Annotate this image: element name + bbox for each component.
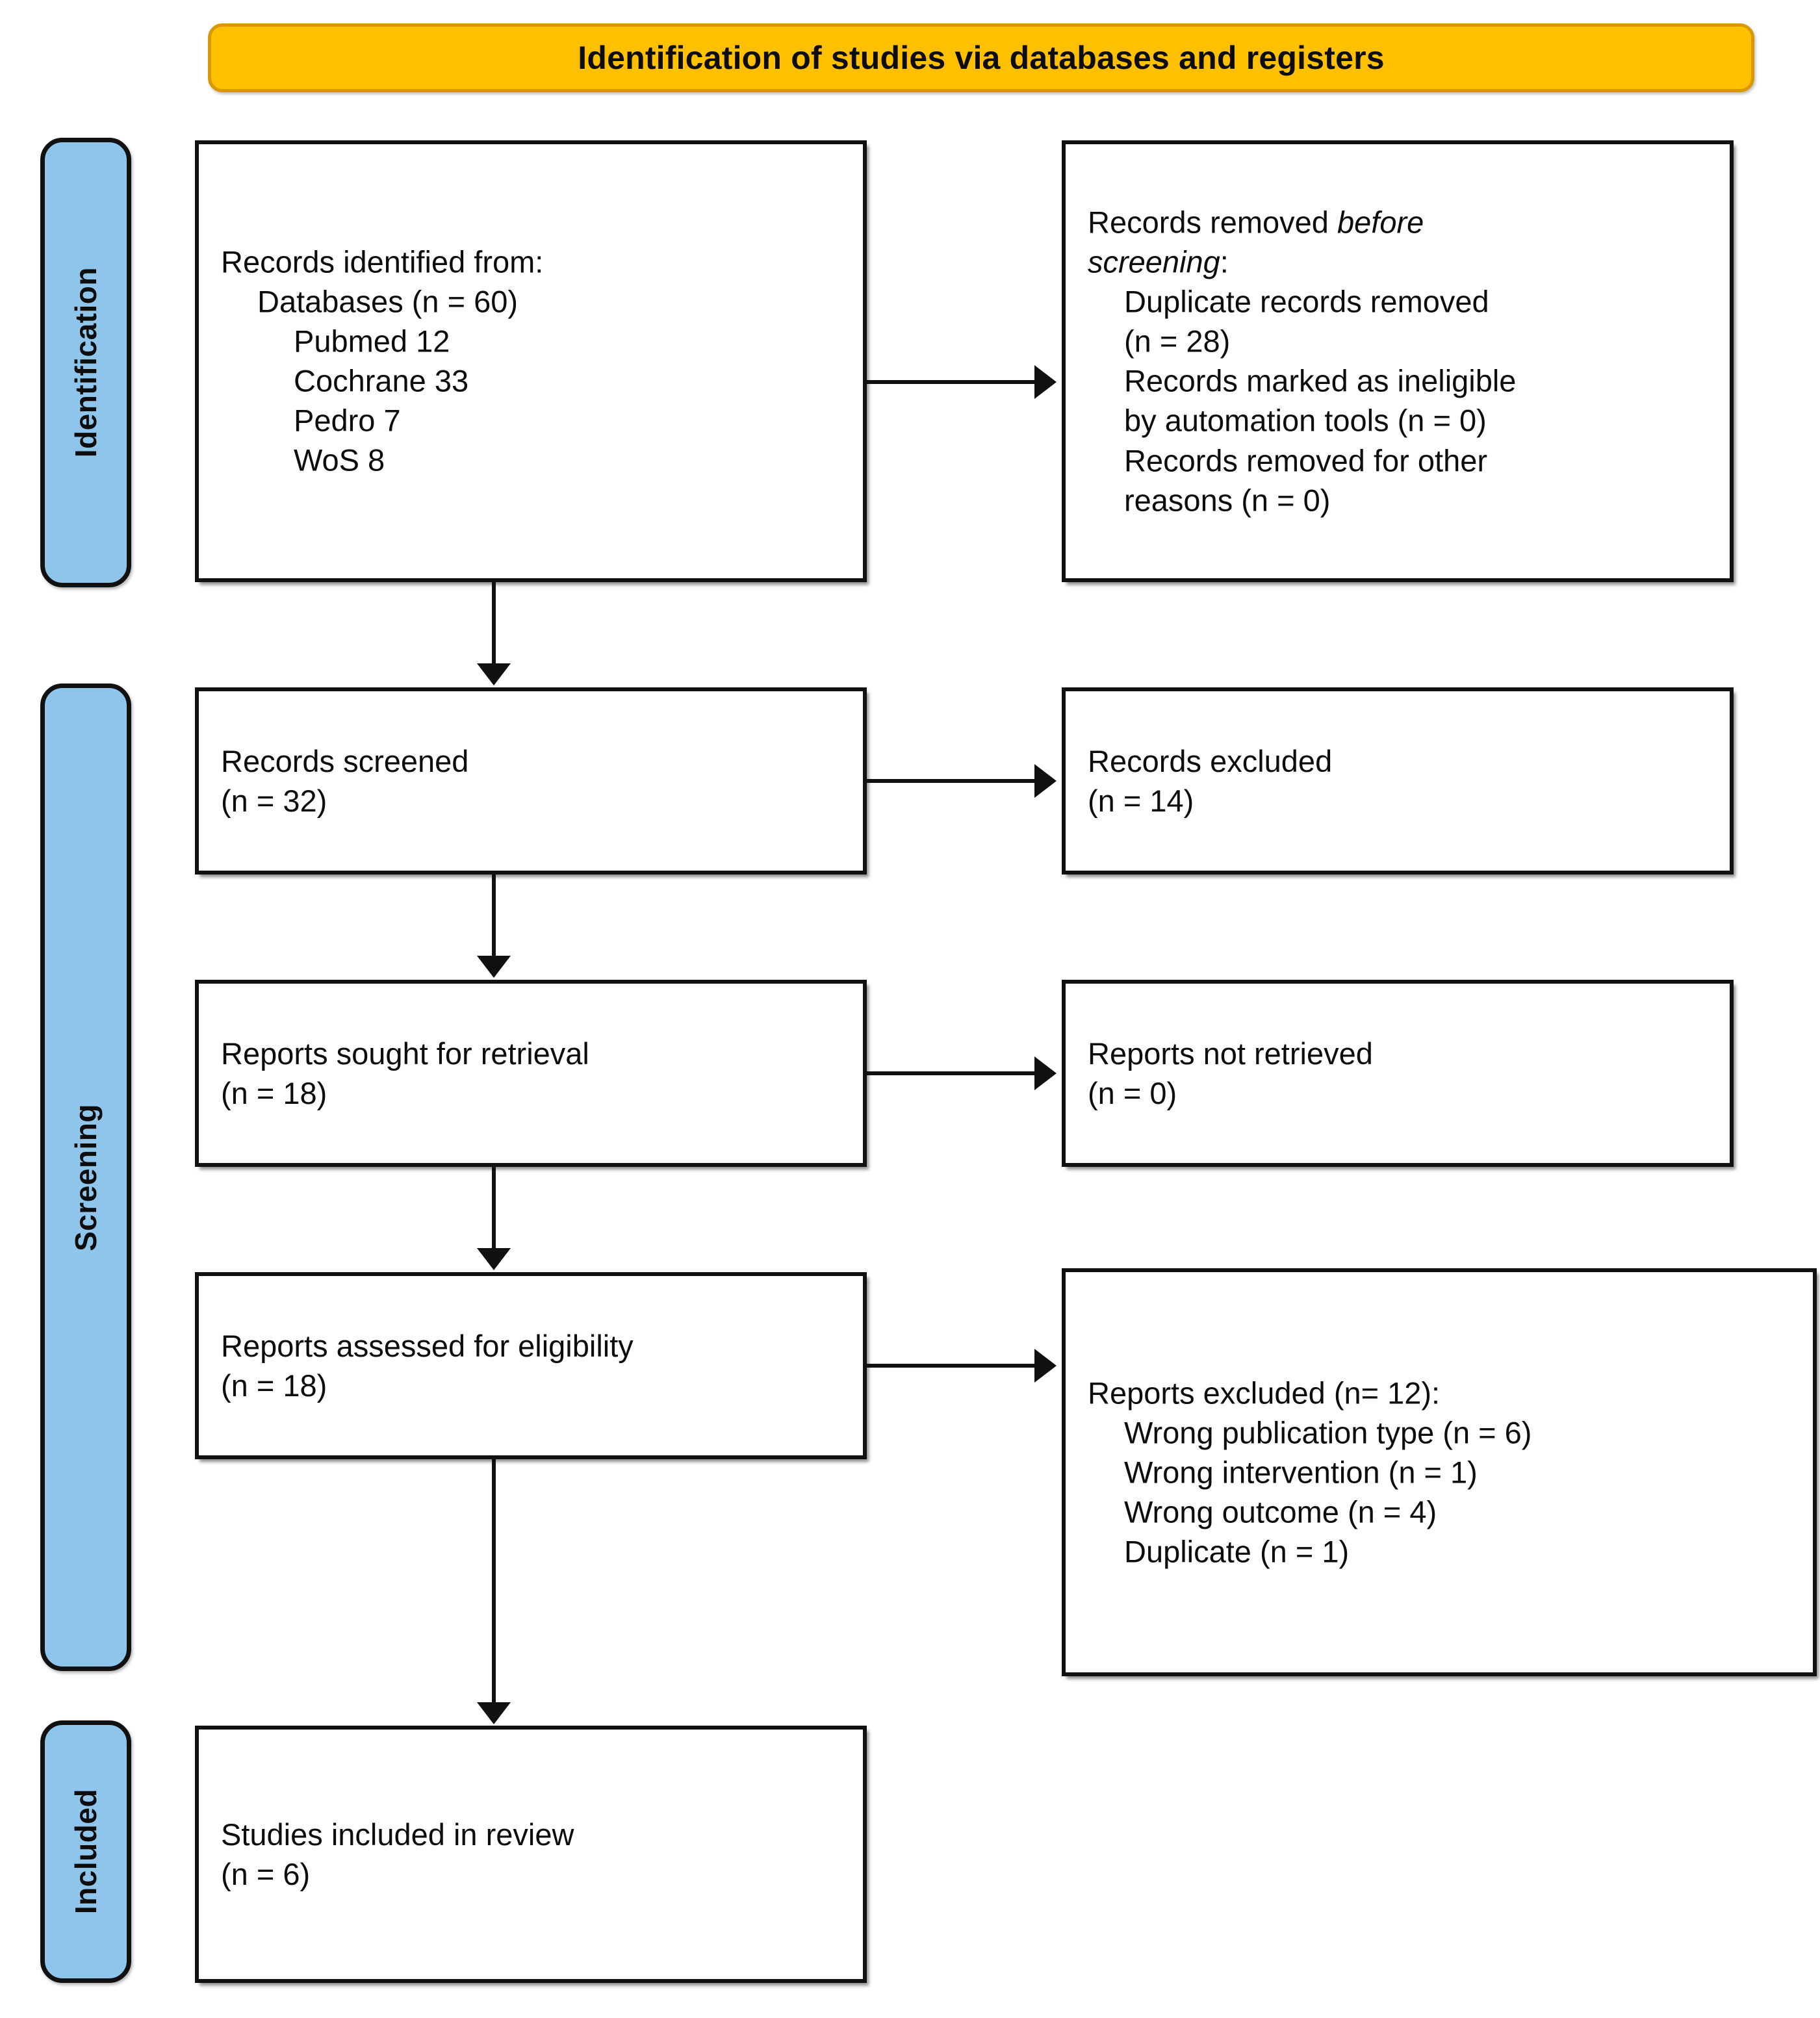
box-reports-excluded: Reports excluded (n= 12): Wrong publicat… (1062, 1268, 1817, 1676)
records-identified-line-3: Cochrane 33 (294, 364, 469, 398)
arrow-identified-to-removed-line (867, 380, 1034, 384)
box-records-excluded: Records excluded (n = 14) (1062, 687, 1734, 875)
box-records-removed: Records removed before screening: Duplic… (1062, 140, 1734, 582)
arrow-assessed-to-included-head (477, 1702, 511, 1724)
records-identified-line-5: WoS 8 (294, 443, 385, 478)
reports-sought-line-1: (n = 18) (221, 1076, 327, 1110)
records-removed-heading-part-a: Records removed (1088, 205, 1337, 240)
box-records-screened: Records screened (n = 32) (195, 687, 867, 875)
records-removed-heading-line-1: Records removed before (1088, 203, 1717, 242)
studies-included-line-0: Studies included in review (221, 1817, 574, 1852)
records-excluded-line-0: Records excluded (1088, 743, 1333, 778)
stage-tab-identification: Identification (40, 138, 131, 587)
records-identified-line-4: Pedro 7 (294, 403, 401, 439)
reports-excluded-reason-0: Wrong publication type (n = 6) (1124, 1415, 1532, 1450)
studies-included-line-1: (n = 6) (221, 1857, 311, 1891)
stage-tab-screening-label: Screening (69, 1103, 103, 1251)
stage-tab-screening: Screening (40, 683, 131, 1671)
records-removed-line-0: Duplicate records removed (1124, 284, 1489, 319)
reports-not-retrieved-line-0: Reports not retrieved (1088, 1036, 1373, 1071)
arrow-assessed-to-reports-excluded-head (1034, 1349, 1057, 1383)
arrow-sought-to-assessed-line (492, 1167, 496, 1248)
records-removed-line-2: Records marked as ineligible (1124, 364, 1517, 398)
arrow-screened-to-sought-head (477, 956, 511, 978)
arrow-sought-to-assessed-head (477, 1248, 511, 1270)
reports-excluded-header: Reports excluded (n= 12): (1088, 1375, 1441, 1411)
records-removed-heading-emphasis-screening: screening (1088, 244, 1220, 279)
records-removed-line-1: (n = 28) (1124, 324, 1231, 359)
box-reports-not-retrieved: Reports not retrieved (n = 0) (1062, 980, 1734, 1167)
arrow-identified-to-removed-head (1034, 365, 1057, 399)
stage-tab-included: Included (40, 1720, 131, 1983)
box-records-identified: Records identified from: Databases (n = … (195, 140, 867, 582)
arrow-identified-to-screened-head (477, 663, 511, 685)
reports-sought-line-0: Reports sought for retrieval (221, 1036, 589, 1071)
arrow-screened-to-excluded-head (1034, 764, 1057, 798)
box-reports-sought: Reports sought for retrieval (n = 18) (195, 980, 867, 1167)
stage-tab-included-label: Included (69, 1789, 103, 1915)
arrow-assessed-to-included-line (492, 1459, 496, 1702)
box-studies-included: Studies included in review (n = 6) (195, 1726, 867, 1983)
records-identified-line-0: Records identified from: (221, 244, 544, 279)
reports-excluded-reason-2: Wrong outcome (n = 4) (1124, 1494, 1437, 1529)
records-removed-line-3: by automation tools (n = 0) (1124, 403, 1487, 439)
records-removed-heading-colon: : (1220, 244, 1229, 279)
records-removed-line-5: reasons (n = 0) (1124, 483, 1331, 518)
reports-not-retrieved-line-1: (n = 0) (1088, 1076, 1177, 1110)
records-screened-line-0: Records screened (221, 743, 469, 778)
arrow-assessed-to-reports-excluded-line (867, 1364, 1034, 1368)
reports-assessed-line-1: (n = 18) (221, 1368, 327, 1403)
diagram-header-banner: Identification of studies via databases … (208, 23, 1754, 92)
arrow-identified-to-screened-line (492, 582, 496, 663)
reports-excluded-reason-1: Wrong intervention (n = 1) (1124, 1455, 1478, 1490)
arrow-screened-to-sought-line (492, 875, 496, 956)
records-identified-line-2: Pubmed 12 (294, 324, 450, 359)
records-removed-heading-emphasis-before: before (1337, 205, 1424, 240)
reports-excluded-reason-3: Duplicate (n = 1) (1124, 1534, 1350, 1569)
records-removed-heading-line-2: screening: (1088, 242, 1717, 282)
records-identified-line-1: Databases (n = 60) (257, 284, 519, 319)
arrow-sought-to-not-retrieved-head (1034, 1056, 1057, 1090)
stage-tab-identification-label: Identification (69, 267, 103, 458)
records-screened-line-1: (n = 32) (221, 784, 327, 818)
records-removed-line-4: Records removed for other (1124, 443, 1488, 478)
records-excluded-line-1: (n = 14) (1088, 784, 1194, 818)
reports-assessed-line-0: Reports assessed for eligibility (221, 1328, 634, 1363)
arrow-screened-to-excluded-line (867, 779, 1034, 783)
diagram-title: Identification of studies via databases … (578, 40, 1385, 76)
arrow-sought-to-not-retrieved-line (867, 1071, 1034, 1075)
box-reports-assessed: Reports assessed for eligibility (n = 18… (195, 1272, 867, 1459)
